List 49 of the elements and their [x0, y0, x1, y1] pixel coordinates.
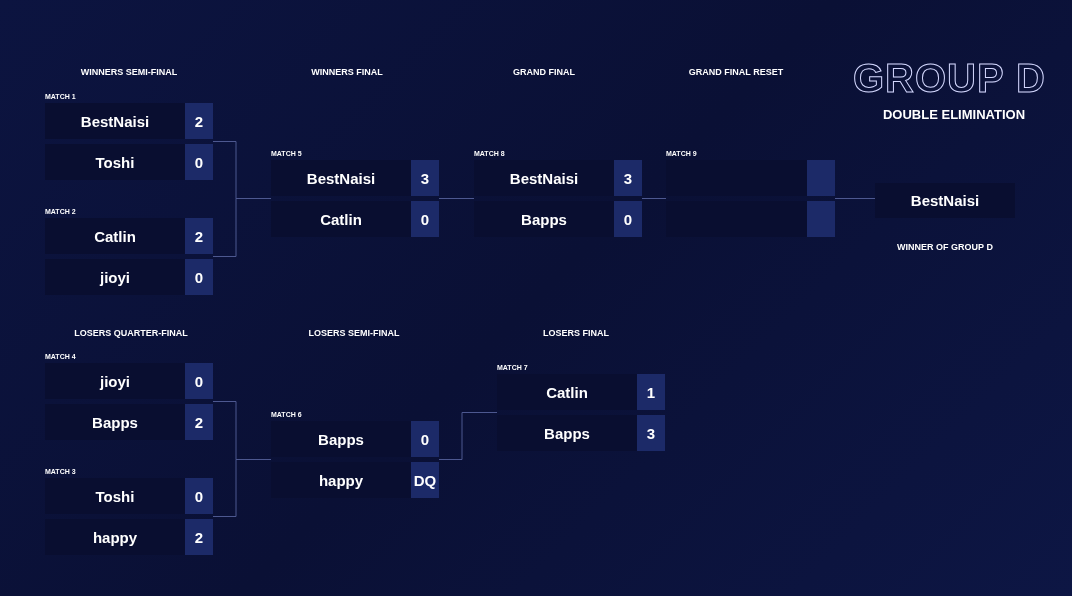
round-heading: GRAND FINAL	[513, 67, 575, 77]
score-cell: 2	[185, 218, 213, 254]
player-name: Toshi	[45, 478, 185, 514]
score-cell: 0	[411, 201, 439, 237]
score-cell: 2	[185, 519, 213, 555]
score-cell: 0	[185, 144, 213, 180]
player-name: jioyi	[45, 259, 185, 295]
bracket-line	[641, 198, 667, 199]
player-name: BestNaisi	[271, 160, 411, 196]
winner-caption: WINNER OF GROUP D	[897, 242, 993, 252]
player-name: happy	[45, 519, 185, 555]
round-heading: LOSERS QUARTER-FINAL	[74, 328, 188, 338]
player-name: jioyi	[45, 363, 185, 399]
group-title: GROUP D	[853, 56, 1046, 101]
player-name: BestNaisi	[45, 103, 185, 139]
player-name: Bapps	[271, 421, 411, 457]
bracket-line	[438, 198, 475, 199]
score-cell: 0	[185, 363, 213, 399]
player-name: Catlin	[497, 374, 637, 410]
player-name: Toshi	[45, 144, 185, 180]
score-cell: 3	[614, 160, 642, 196]
player-name: Bapps	[45, 404, 185, 440]
player-name: Catlin	[271, 201, 411, 237]
round-heading: WINNERS SEMI-FINAL	[80, 67, 178, 77]
score-cell: 0	[185, 259, 213, 295]
score-cell: 3	[637, 415, 665, 451]
bracket-line	[212, 459, 272, 517]
score-cell: 0	[185, 478, 213, 514]
player-name: happy	[271, 462, 411, 498]
score-cell: 3	[411, 160, 439, 196]
player-name: Bapps	[474, 201, 614, 237]
round-heading: LOSERS SEMI-FINAL	[308, 328, 400, 338]
player-name: Bapps	[497, 415, 637, 451]
score-cell: 1	[637, 374, 665, 410]
round-heading: GRAND FINAL RESET	[688, 67, 784, 77]
score-cell: 2	[185, 103, 213, 139]
player-name: BestNaisi	[474, 160, 614, 196]
score-cell: 2	[185, 404, 213, 440]
score-cell: 0	[614, 201, 642, 237]
player-name: Catlin	[45, 218, 185, 254]
score-cell: DQ	[411, 462, 439, 498]
bracket-line	[212, 198, 272, 257]
score-cell: 0	[411, 421, 439, 457]
subtitle: DOUBLE ELIMINATION	[883, 107, 1025, 122]
bracket-line	[438, 412, 498, 460]
round-heading: WINNERS FINAL	[311, 67, 383, 77]
bracket-line	[834, 198, 876, 199]
winner-box: BestNaisi	[875, 183, 1015, 218]
round-heading: LOSERS FINAL	[543, 328, 609, 338]
